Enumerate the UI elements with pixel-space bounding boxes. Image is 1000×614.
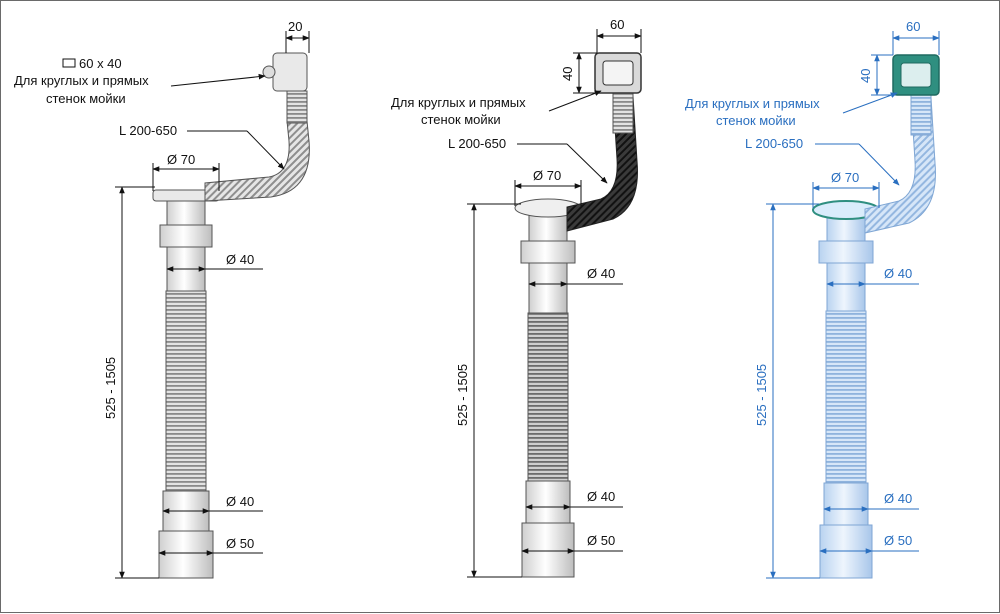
diameter-40-bottom: Ø 40 [884, 491, 912, 506]
panel-1-labels: 60 x 40 20 Для круглых и прямых стенок м… [14, 19, 302, 551]
dimension-lines-3 [766, 31, 940, 579]
description-line-1: Для круглых и прямых [14, 73, 149, 88]
flange-diameter: Ø 70 [533, 168, 561, 183]
rectangle-symbol-icon [62, 58, 76, 68]
overflow-grille [602, 60, 634, 86]
description-line-2: стенок мойки [46, 91, 126, 106]
diameter-40-top: Ø 40 [884, 266, 912, 281]
overflow-grille [900, 62, 932, 88]
diameter-50: Ø 50 [226, 536, 254, 551]
length-label: L 200-650 [119, 123, 177, 138]
overflow-pipe [286, 90, 308, 124]
diameter-40-top: Ø 40 [226, 252, 254, 267]
diameter-50: Ø 50 [884, 533, 912, 548]
dimension-lines-2 [467, 29, 642, 578]
tail-pipe [525, 480, 571, 524]
description-line-1: Для круглых и прямых [685, 96, 820, 111]
dimension-lines-1 [115, 31, 310, 579]
overflow-screw [262, 65, 276, 79]
overflow-pipe [910, 94, 932, 136]
corrugated-hose [825, 310, 867, 484]
outlet-coupling [521, 522, 575, 578]
overflow-head [272, 52, 308, 92]
diameter-40-bottom: Ø 40 [587, 489, 615, 504]
diameter-40-bottom: Ø 40 [226, 494, 254, 509]
overflow-arm [204, 120, 310, 202]
height-dimension: 525 - 1505 [103, 357, 118, 419]
description-line-1: Для круглых и прямых [391, 95, 526, 110]
corrugated-hose [527, 312, 569, 482]
side-dimension: 40 [858, 69, 873, 83]
body-pipe [528, 262, 568, 314]
panel-3 [812, 54, 940, 579]
height-dimension: 525 - 1505 [754, 364, 769, 426]
nut [520, 240, 576, 264]
nut [159, 224, 213, 248]
height-dimension: 525 - 1505 [455, 364, 470, 426]
length-label: L 200-650 [745, 136, 803, 151]
top-dimension: 60 [610, 17, 624, 32]
neck [528, 212, 568, 242]
body-pipe [826, 262, 866, 312]
tail-pipe [823, 482, 869, 526]
overflow-pipe [612, 92, 634, 134]
nut [818, 240, 874, 264]
neck [166, 200, 206, 226]
length-label: L 200-650 [448, 136, 506, 151]
panel-2 [514, 52, 642, 578]
outlet-coupling [158, 530, 214, 579]
diameter-50: Ø 50 [587, 533, 615, 548]
top-dimension: 60 [906, 19, 920, 34]
side-dimension: 40 [560, 67, 575, 81]
description-line-2: стенок мойки [716, 113, 796, 128]
flange-diameter: Ø 70 [831, 170, 859, 185]
top-dimension: 20 [288, 19, 302, 34]
description-line-2: стенок мойки [421, 112, 501, 127]
diameter-40-top: Ø 40 [587, 266, 615, 281]
flange-diameter: Ø 70 [167, 152, 195, 167]
panel-3-labels: 60 40 Для круглых и прямых стенок мойки … [685, 19, 920, 548]
corrugated-hose [165, 290, 207, 492]
panel-2-labels: 60 40 Для круглых и прямых стенок мойки … [391, 17, 624, 548]
size-note: 60 x 40 [79, 56, 122, 71]
